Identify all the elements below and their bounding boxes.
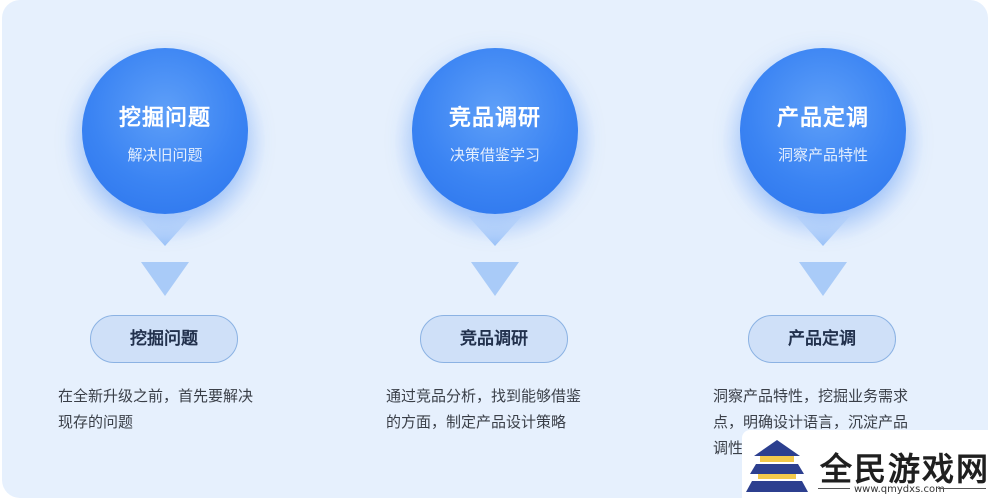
watermark-divider xyxy=(818,488,850,489)
desc-line: 现存的问题 xyxy=(58,413,134,431)
stage-label-pill[interactable]: 产品定调 xyxy=(748,315,896,363)
watermark-url: www.qmydxs.com xyxy=(854,484,945,495)
stage-3: 产品定调 洞察产品特性 产品定调 洞察产品特性，挖掘业务需求 点，明确设计语言，… xyxy=(658,0,988,500)
circle-subtitle: 洞察产品特性 xyxy=(777,146,868,164)
down-arrow-icon xyxy=(796,216,850,296)
circle-title: 挖掘问题 xyxy=(118,106,211,131)
stage-description: 通过竞品分析，找到能够借鉴 的方面，制定产品设计策略 xyxy=(386,383,618,435)
circle-subtitle: 决策借鉴学习 xyxy=(449,146,540,164)
stage-2: 竞品调研 决策借鉴学习 竞品调研 通过竞品分析，找到能够借鉴 的方面，制定产品设… xyxy=(330,0,660,500)
stage-circle: 挖掘问题 解决旧问题 xyxy=(82,48,248,214)
stage-circle: 竞品调研 决策借鉴学习 xyxy=(412,48,578,214)
circle-subtitle: 解决旧问题 xyxy=(127,146,203,164)
watermark-divider xyxy=(938,488,986,489)
circle-title: 产品定调 xyxy=(776,106,869,131)
pagoda-logo-icon xyxy=(746,440,808,492)
down-arrow-icon xyxy=(138,216,192,296)
desc-line: 的方面，制定产品设计策略 xyxy=(386,413,567,431)
desc-line: 通过竞品分析，找到能够借鉴 xyxy=(386,387,582,405)
stage-label-pill[interactable]: 挖掘问题 xyxy=(90,315,238,363)
stage-label-pill[interactable]: 竞品调研 xyxy=(420,315,568,363)
desc-line: 点，明确设计语言，沉淀产品 xyxy=(713,413,909,431)
down-arrow-icon xyxy=(468,216,522,296)
desc-line: 调性 xyxy=(713,439,744,457)
circle-title: 竞品调研 xyxy=(448,106,541,131)
stage-1: 挖掘问题 解决旧问题 挖掘问题 在全新升级之前，首先要解决 现存的问题 xyxy=(0,0,330,500)
stage-description: 在全新升级之前，首先要解决 现存的问题 xyxy=(58,383,290,435)
desc-line: 在全新升级之前，首先要解决 xyxy=(58,387,254,405)
watermark-brand: 全民游戏网 xyxy=(820,450,990,488)
stage-circle: 产品定调 洞察产品特性 xyxy=(740,48,906,214)
desc-line: 洞察产品特性，挖掘业务需求 xyxy=(713,387,909,405)
stage-description: 洞察产品特性，挖掘业务需求 点，明确设计语言，沉淀产品 调性 xyxy=(713,383,945,461)
watermark: 全民游戏网 www.qmydxs.com xyxy=(742,430,990,500)
